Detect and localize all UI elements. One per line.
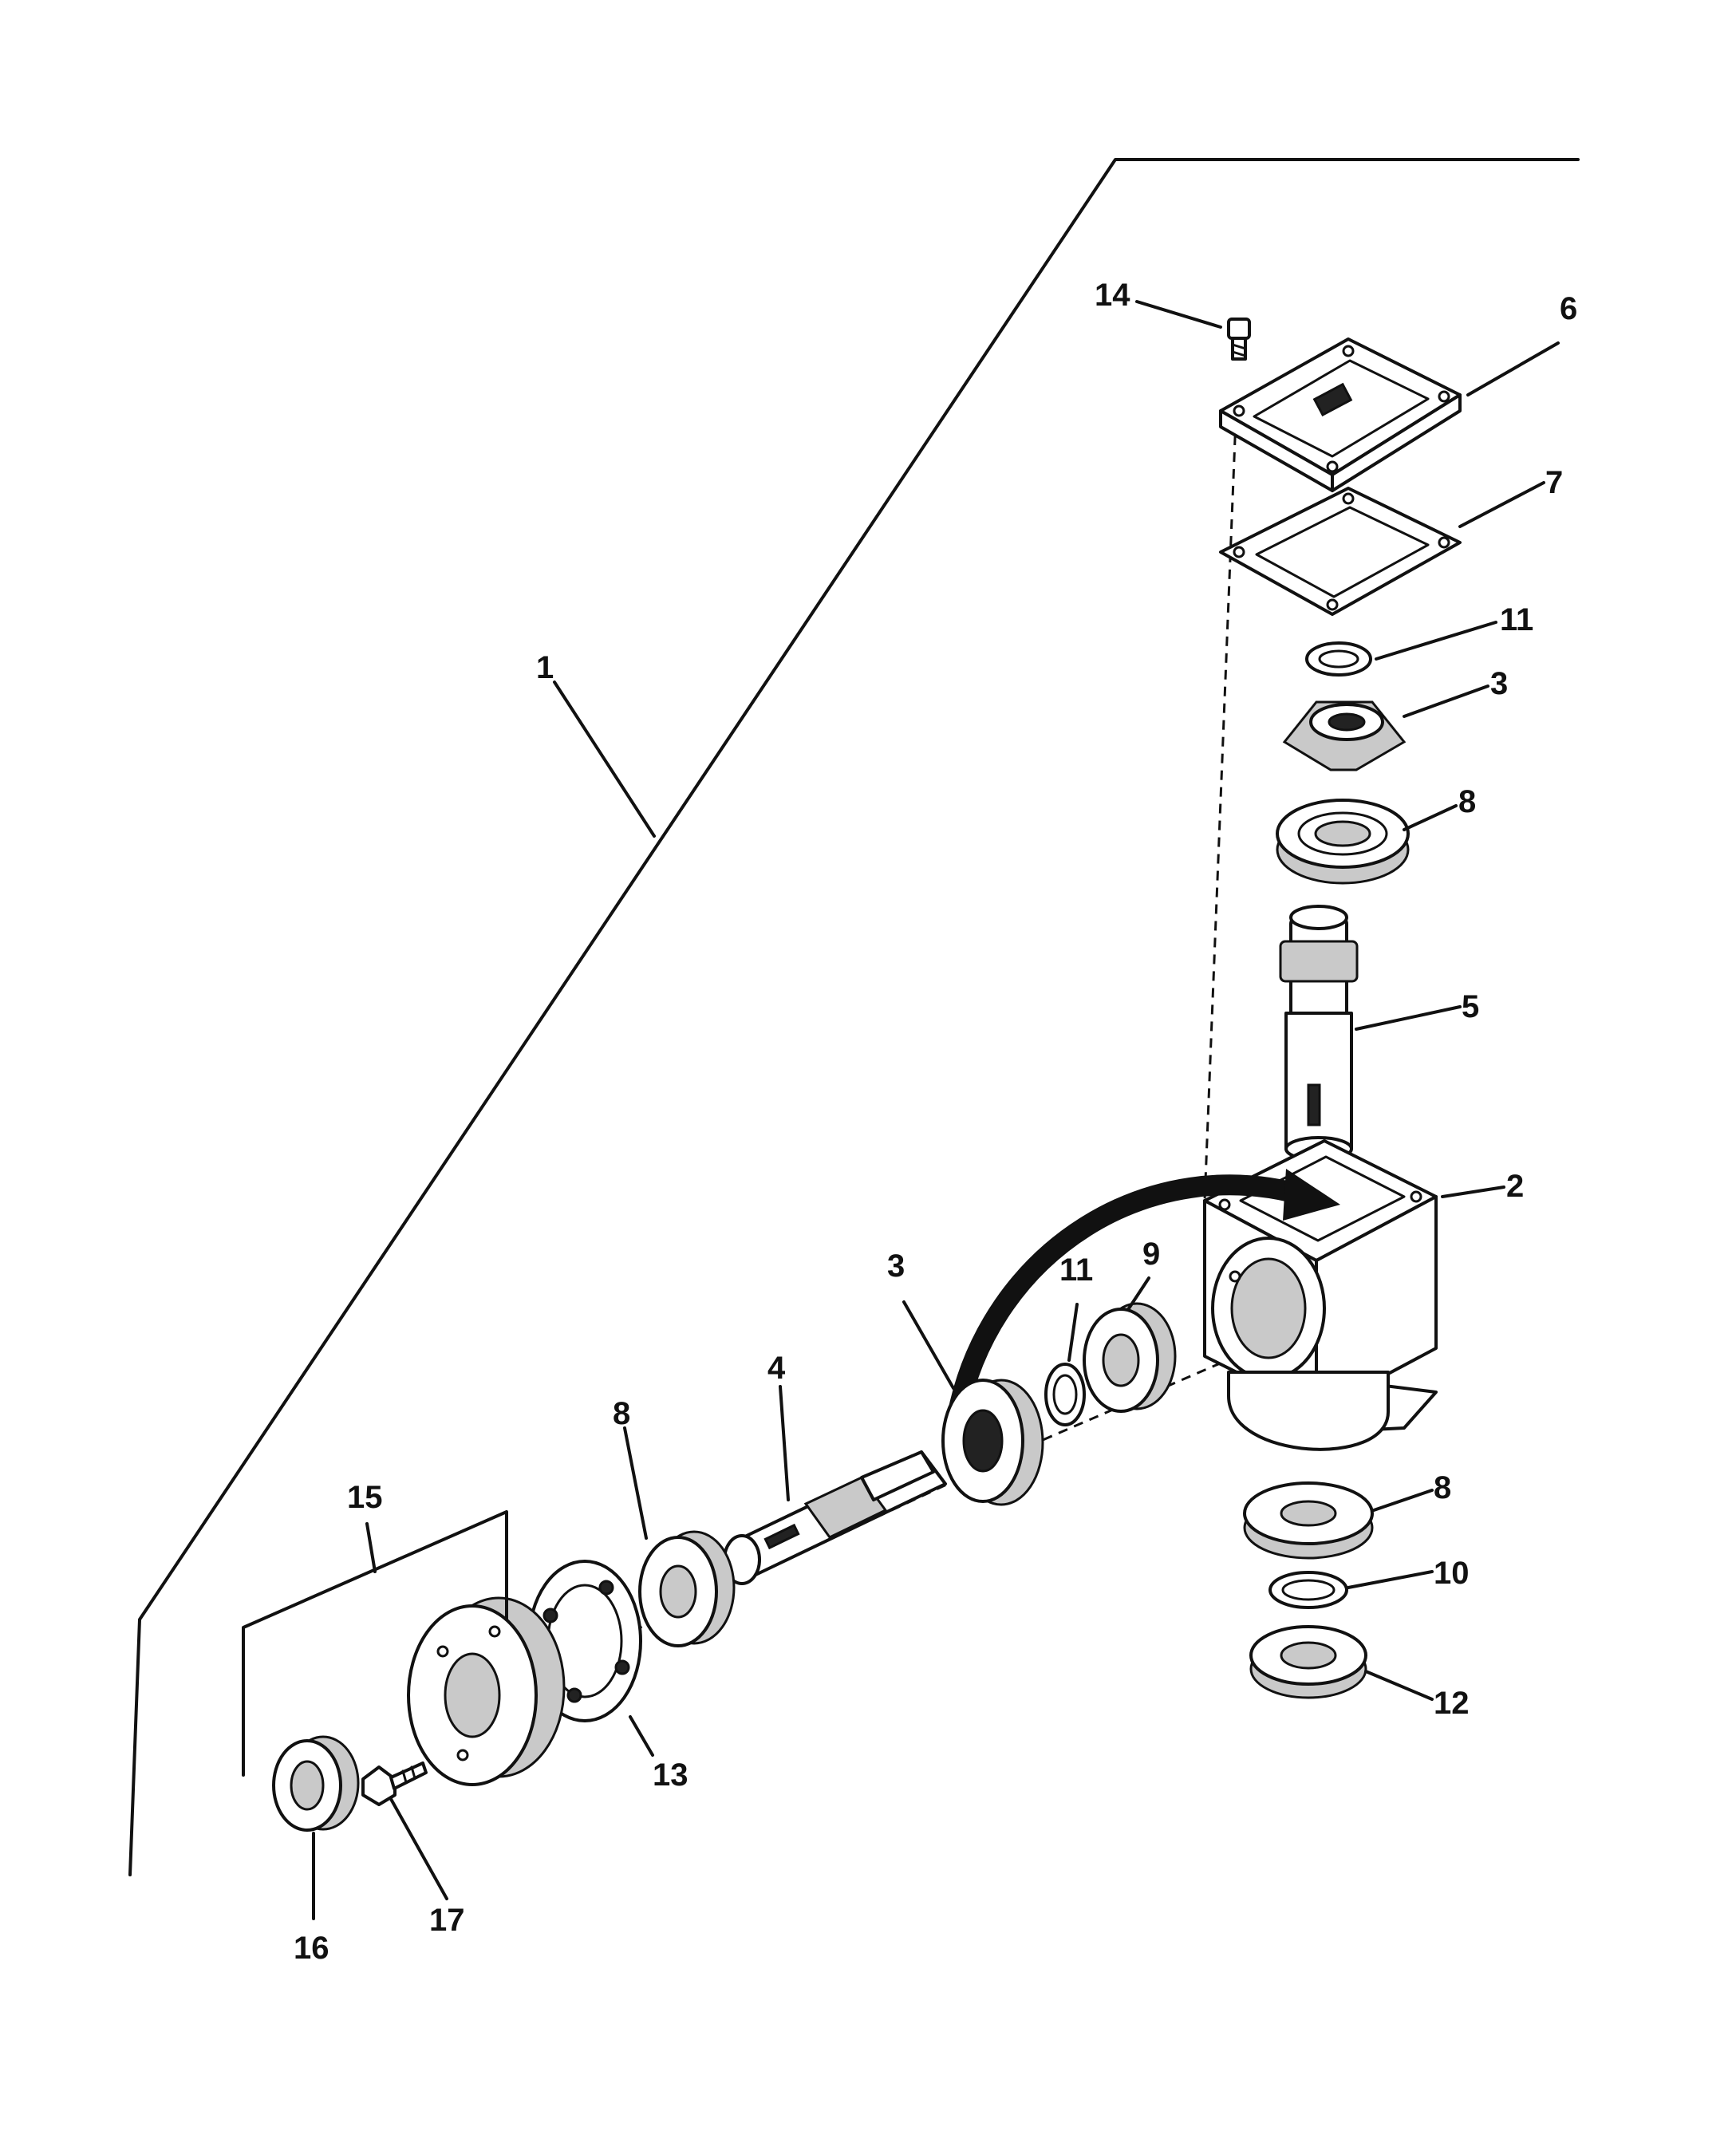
callout-8-lower: 8 xyxy=(1434,1470,1451,1505)
gasket-part xyxy=(1219,487,1462,616)
bracket-15-stem xyxy=(365,1522,377,1573)
bevel-gear-lower-part xyxy=(941,1379,1044,1506)
callout-2: 2 xyxy=(1506,1169,1524,1204)
callout-7: 7 xyxy=(1545,465,1563,500)
vertical-axis-dashed xyxy=(1203,418,1237,1201)
leader-lines xyxy=(312,300,1560,1920)
bearing-upper-part xyxy=(1276,799,1410,885)
callout-5: 5 xyxy=(1462,989,1479,1024)
callout-16: 16 xyxy=(294,1931,329,1966)
callout-8-middle: 8 xyxy=(613,1396,630,1431)
bolt-17-part xyxy=(361,1761,428,1806)
shaft-horizontal-part xyxy=(723,1450,947,1585)
callout-1: 1 xyxy=(536,650,554,685)
callout-9: 9 xyxy=(1142,1237,1160,1272)
callout-12: 12 xyxy=(1434,1686,1470,1721)
bearing-middle-part xyxy=(638,1530,736,1647)
callout-3-top: 3 xyxy=(1490,666,1508,701)
assembly-boundary-line xyxy=(128,158,1580,1876)
callout-15: 15 xyxy=(347,1480,383,1515)
gearbox-housing-part xyxy=(1203,1139,1438,1451)
oil-seal-part xyxy=(1249,1625,1367,1699)
bearing-9-part xyxy=(1083,1302,1177,1413)
callout-4: 4 xyxy=(767,1351,786,1386)
seal-16-part xyxy=(272,1735,360,1832)
shaft-vertical-part xyxy=(1279,905,1359,1162)
bearing-lower-part xyxy=(1243,1481,1374,1560)
snap-ring-lower-part xyxy=(1044,1363,1086,1426)
callout-14: 14 xyxy=(1095,278,1130,313)
callout-13: 13 xyxy=(653,1758,688,1793)
callout-11-top: 11 xyxy=(1500,602,1533,637)
callout-11-lower: 11 xyxy=(1059,1253,1093,1288)
callout-labels: 1 14 6 7 11 3 8 5 2 3 11 9 4 8 8 10 12 1… xyxy=(294,278,1577,1966)
cover-plate-part xyxy=(1219,337,1462,492)
bevel-gear-top-part xyxy=(1282,700,1407,771)
bearing-retainer-part xyxy=(407,1596,566,1786)
transfer-arrowhead xyxy=(1283,1169,1340,1221)
transfer-arrow xyxy=(947,1174,1312,1418)
callout-17: 17 xyxy=(429,1903,465,1938)
callout-3-lower: 3 xyxy=(887,1249,905,1284)
callout-10: 10 xyxy=(1434,1556,1470,1591)
callout-8-upper: 8 xyxy=(1458,784,1476,819)
callout-6: 6 xyxy=(1560,291,1577,326)
snap-ring-top-part xyxy=(1305,641,1372,677)
snap-ring-10-part xyxy=(1268,1571,1348,1609)
screw-part xyxy=(1227,318,1251,361)
